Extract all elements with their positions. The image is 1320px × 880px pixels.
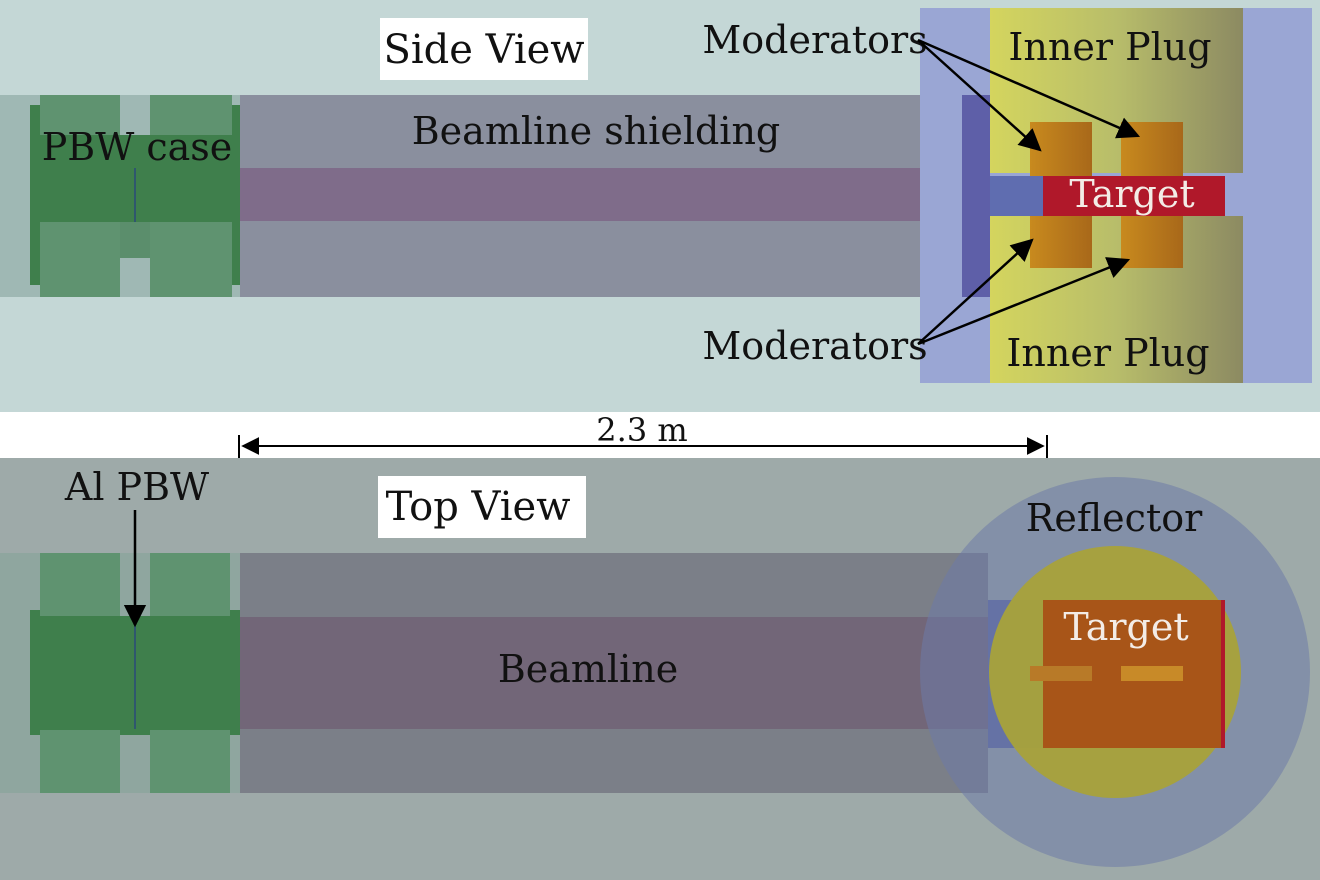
moderator-arrow bbox=[917, 39, 1042, 152]
top-view-title-box bbox=[378, 476, 586, 538]
side-target-channel bbox=[990, 176, 1045, 216]
top-view-panel: Top View Al PBW Beamline Reflector Targe… bbox=[0, 458, 1320, 880]
moderators-top-label: Moderators bbox=[702, 18, 927, 62]
side-pbw-block bbox=[40, 222, 120, 297]
side-pbw-block bbox=[40, 95, 120, 135]
moderator-arrow bbox=[917, 257, 1131, 346]
beamline-shielding-label: Beamline shielding bbox=[412, 109, 781, 153]
side-pbw-block bbox=[150, 95, 232, 135]
side-pbw-case bbox=[30, 95, 240, 297]
top-pbw-block bbox=[40, 730, 120, 793]
top-pbw-block bbox=[150, 553, 230, 616]
side-target bbox=[1043, 176, 1225, 216]
beamline-label: Beamline bbox=[498, 647, 678, 691]
top-moderator bbox=[1030, 666, 1092, 681]
al-pbw-label: Al PBW bbox=[64, 465, 209, 509]
dimension-annotation: 2.3 m bbox=[238, 411, 1048, 490]
top-pbw-block bbox=[150, 730, 230, 793]
side-view-title-box bbox=[380, 18, 588, 80]
moderator-arrow bbox=[917, 238, 1034, 345]
side-target-label: Target bbox=[1069, 172, 1194, 216]
top-beam-channel bbox=[240, 617, 988, 729]
side-pbw-gap bbox=[120, 95, 150, 135]
top-view-title: Top View bbox=[386, 484, 571, 530]
side-moderator bbox=[1121, 216, 1183, 268]
side-moderator bbox=[1030, 216, 1092, 268]
side-view-title: Side View bbox=[383, 27, 584, 73]
inner-plug-bottom-label: Inner Plug bbox=[1006, 331, 1209, 375]
inner-plug-top-label: Inner Plug bbox=[1008, 25, 1211, 69]
top-moderator bbox=[1121, 666, 1183, 681]
side-beam-window bbox=[962, 95, 990, 297]
moderator-arrow bbox=[917, 38, 1141, 139]
top-target-label: Target bbox=[1063, 605, 1188, 649]
side-pbw-gap bbox=[120, 258, 150, 297]
side-beam-channel bbox=[240, 168, 962, 221]
top-pbw bbox=[30, 553, 240, 793]
reflector-label: Reflector bbox=[1026, 496, 1203, 540]
moderators-bottom-label: Moderators bbox=[702, 324, 927, 368]
top-pbw-gap bbox=[120, 740, 150, 793]
side-view-panel: Side View PBW case Beamline shielding Mo… bbox=[0, 0, 1320, 412]
top-target-edge bbox=[1221, 600, 1225, 748]
pbw-case-label: PBW case bbox=[42, 125, 233, 169]
dimension-label: 2.3 m bbox=[596, 411, 687, 449]
side-moderator bbox=[1121, 122, 1183, 176]
side-pbw-gap bbox=[120, 222, 150, 258]
top-pbw-block bbox=[40, 553, 120, 616]
side-pbw-block bbox=[150, 222, 232, 297]
